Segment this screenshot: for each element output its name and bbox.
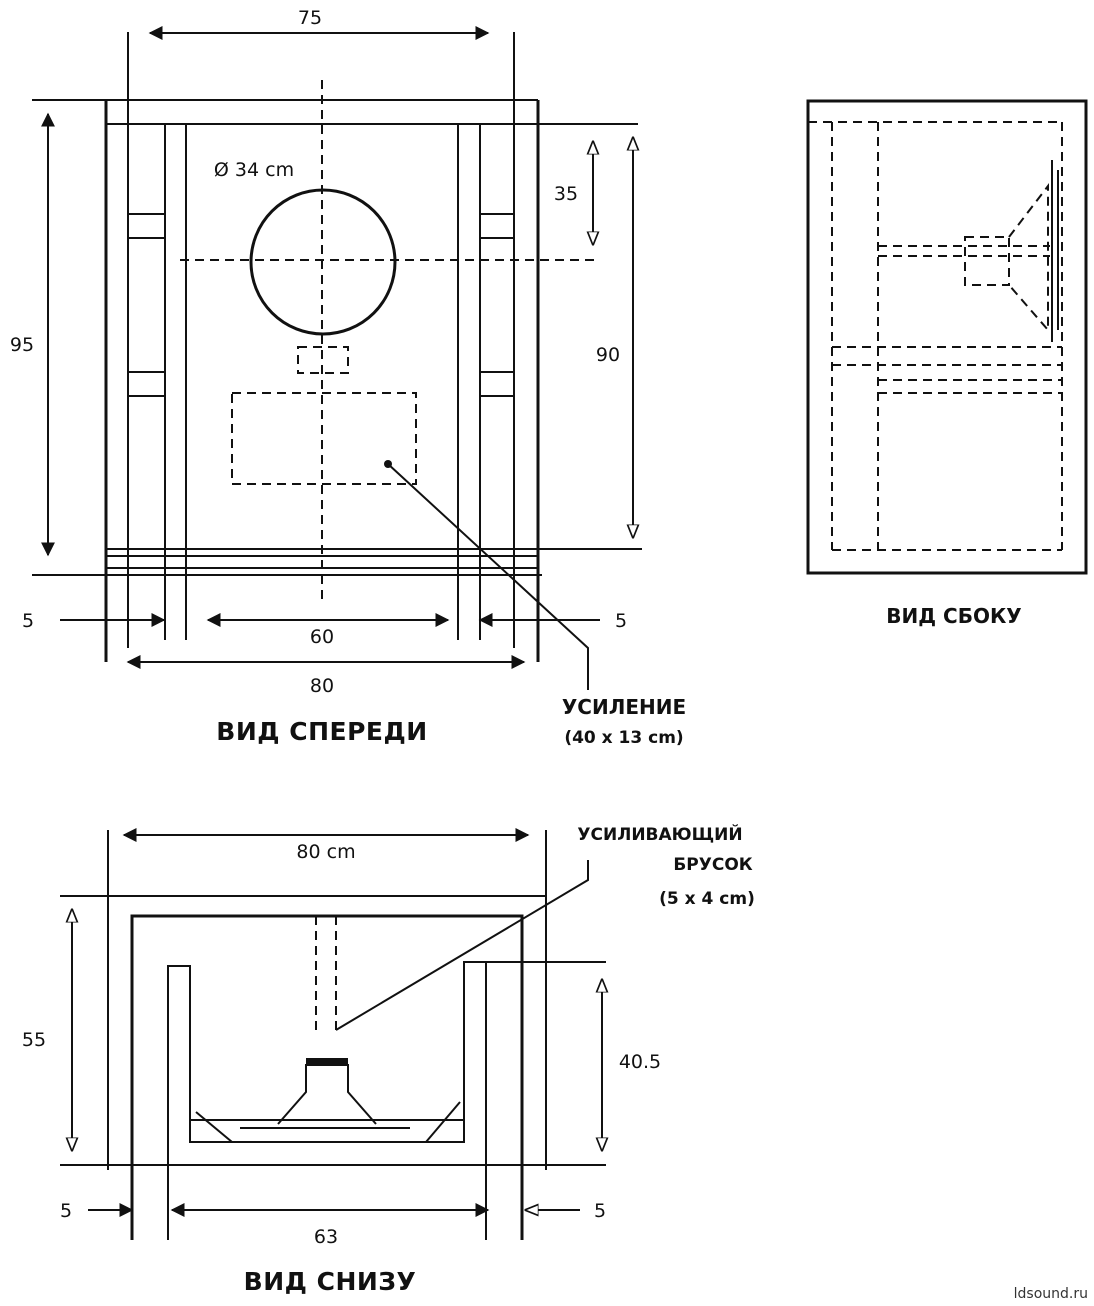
dim-bottom-width: 80 cm [296,841,355,863]
speaker-driver [195,1058,461,1143]
dim-top-width: 75 [298,7,322,29]
dim-inner-width: 60 [310,626,334,648]
dim-bottom-inner-width: 63 [314,1226,338,1248]
brace-outline [231,392,417,485]
bottom-view-title: ВИД СНИЗУ [244,1267,417,1296]
bottom-view: 80 cm 55 40.5 63 5 5 УСИЛИВАЮЩИЙ БРУСОК … [22,823,755,1296]
dim-hole-offset: 35 [554,183,578,205]
front-view-title: ВИД СПЕРЕДИ [216,717,427,746]
dim-outer-width: 80 [310,675,334,697]
dim-bottom-side-right: 5 [594,1200,606,1222]
brace-size: (40 x 13 cm) [564,728,683,748]
dim-side-left: 5 [22,610,34,632]
side-view: ВИД СБОКУ [806,99,1088,628]
dim-hole-diameter: Ø 34 cm [214,159,294,181]
dim-bottom-inner-depth: 40.5 [619,1051,661,1073]
speaker-hole [249,188,397,336]
dim-bottom-depth: 55 [22,1029,46,1051]
brace-label: УСИЛЕНИЕ [562,695,686,719]
port-cutout [297,346,349,374]
dim-side-right: 5 [615,610,627,632]
dim-height-right: 90 [596,344,620,366]
bar-label-line-1: УСИЛИВАЮЩИЙ [577,823,742,845]
bar-size: (5 x 4 cm) [659,889,755,909]
side-view-outline [806,99,1088,575]
watermark: ldsound.ru [1014,1286,1088,1302]
front-view: 75 95 35 90 Ø 34 cm 60 80 5 5 ВИД СПЕРЕД… [10,7,686,748]
bar-label-line-2: БРУСОК [673,855,752,875]
side-view-title: ВИД СБОКУ [886,604,1021,628]
dim-bottom-side-left: 5 [60,1200,72,1222]
dim-height-left: 95 [10,334,34,356]
